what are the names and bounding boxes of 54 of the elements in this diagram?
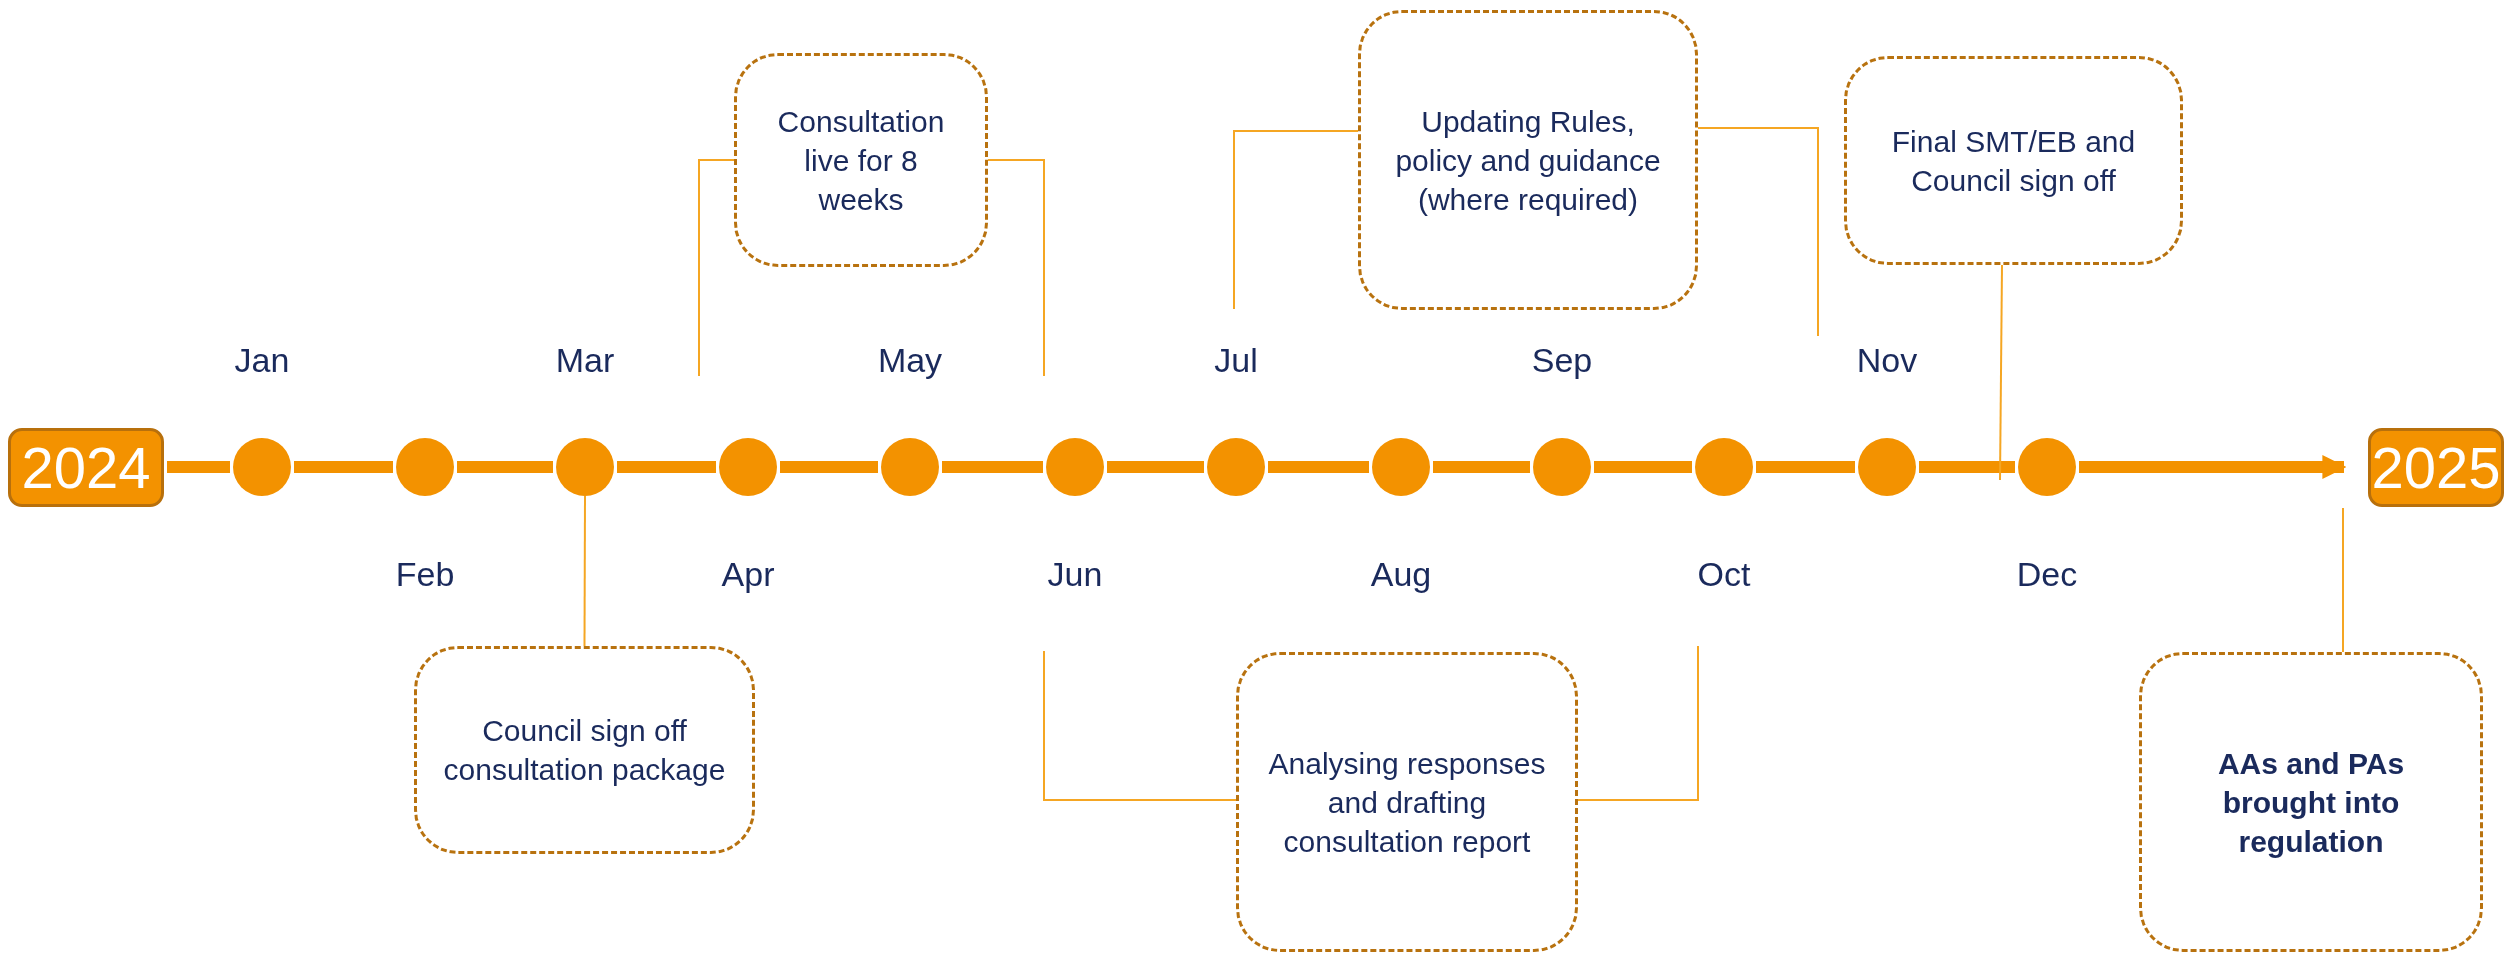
timeline-arrow bbox=[2077, 455, 2347, 479]
milestone-callout: Updating Rules, policy and guidance (where required) bbox=[1358, 10, 1698, 310]
leader-line bbox=[698, 159, 735, 377]
leader-line bbox=[987, 159, 1045, 377]
leader-line bbox=[1697, 127, 1819, 337]
month-label: Feb bbox=[395, 554, 455, 594]
leader-line bbox=[583, 495, 586, 647]
month-label: Apr bbox=[721, 554, 775, 594]
timeline-line bbox=[292, 461, 395, 473]
leader-line bbox=[2342, 507, 2344, 653]
timeline-line bbox=[1266, 461, 1371, 473]
month-label: Nov bbox=[1856, 340, 1918, 380]
month-label: Jan bbox=[234, 340, 290, 380]
timeline-line bbox=[778, 461, 880, 473]
timeline-line bbox=[615, 461, 718, 473]
leader-line bbox=[1043, 650, 1237, 801]
timeline-line bbox=[1105, 461, 1206, 473]
timeline-line bbox=[455, 461, 555, 473]
milestone-callout: Consultation live for 8 weeks bbox=[734, 53, 988, 267]
milestone-callout: Council sign off consultation package bbox=[414, 646, 755, 854]
month-label: Mar bbox=[555, 340, 615, 380]
timeline-line bbox=[165, 461, 232, 473]
milestone-circle bbox=[1695, 438, 1753, 496]
timeline-line bbox=[940, 461, 1045, 473]
month-label: Jul bbox=[1214, 340, 1258, 380]
milestone-circle bbox=[1046, 438, 1104, 496]
milestone-circle bbox=[396, 438, 454, 496]
milestone-circle bbox=[1533, 438, 1591, 496]
milestone-callout: Analysing responses and drafting consultation report bbox=[1236, 652, 1578, 952]
leader-line bbox=[1999, 264, 2003, 481]
timeline-line bbox=[1917, 461, 2017, 473]
month-label: May bbox=[877, 340, 943, 380]
milestone-callout: AAs and PAs brought into regulation bbox=[2139, 652, 2483, 952]
month-label: Jun bbox=[1047, 554, 1103, 594]
leader-line bbox=[1233, 130, 1359, 310]
month-label: Oct bbox=[1697, 554, 1751, 594]
month-label: Sep bbox=[1531, 340, 1593, 380]
milestone-circle bbox=[719, 438, 777, 496]
milestone-circle bbox=[1207, 438, 1265, 496]
milestone-circle bbox=[1858, 438, 1916, 496]
year-box: 2024 bbox=[8, 428, 164, 507]
milestone-circle bbox=[233, 438, 291, 496]
milestone-circle bbox=[556, 438, 614, 496]
milestone-callout: Final SMT/EB and Council sign off bbox=[1844, 56, 2183, 265]
timeline-line bbox=[1754, 461, 1857, 473]
milestone-circle bbox=[1372, 438, 1430, 496]
month-label: Dec bbox=[2016, 554, 2078, 594]
year-box: 2025 bbox=[2368, 428, 2504, 507]
month-label: Aug bbox=[1370, 554, 1432, 594]
timeline-line bbox=[1592, 461, 1694, 473]
timeline-line bbox=[1431, 461, 1532, 473]
milestone-circle bbox=[881, 438, 939, 496]
leader-line bbox=[1577, 645, 1699, 801]
milestone-circle bbox=[2018, 438, 2076, 496]
